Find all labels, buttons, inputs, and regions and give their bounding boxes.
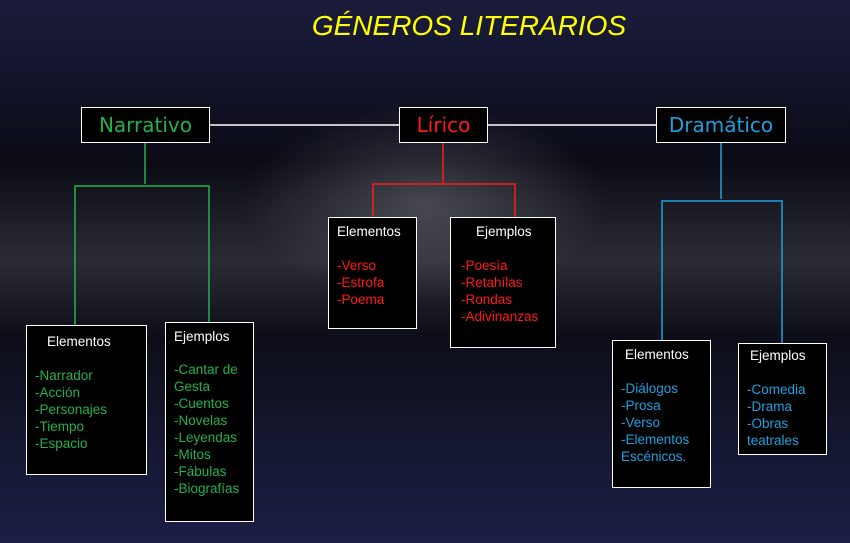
list-item: -Prosa [621, 398, 661, 413]
box-header: Ejemplos [174, 329, 230, 344]
list-item: -Elementos Escénicos. [621, 432, 690, 464]
dramatico-ejemplos-box: Ejemplos -Comedia -Drama -Obras teatrale… [738, 343, 827, 455]
list-item: -Novelas [174, 413, 228, 428]
lirico-branch [372, 143, 516, 217]
list-item: -Narrador [35, 368, 93, 383]
list-item: -Espacio [35, 436, 88, 451]
genre-label-narrativo: Narrativo [98, 113, 193, 137]
list-item: -Drama [747, 399, 793, 414]
list-item: -Poema [337, 292, 385, 307]
list-item: -Fábulas [174, 464, 227, 479]
list-item: -Verso [337, 258, 377, 273]
genre-label-lirico: Lírico [416, 113, 471, 137]
box-header: Ejemplos [750, 348, 806, 363]
list-item: -Adivinanzas [461, 309, 539, 324]
item-list: -Poesía -Retahílas -Rondas -Adivinanzas [461, 257, 555, 325]
lirico-elementos-box: Elementos -Verso -Estrofa -Poema [328, 217, 417, 329]
narrativo-elementos-box: Elementos -Narrador -Acción -Personajes … [26, 325, 147, 475]
dramatico-branch [661, 143, 783, 343]
list-item: -Diálogos [621, 381, 679, 396]
list-item: -Poesía [461, 258, 508, 273]
list-item: -Estrofa [337, 275, 385, 290]
dramatico-elementos-box: Elementos -Diálogos -Prosa -Verso -Eleme… [612, 340, 711, 488]
item-list: -Verso -Estrofa -Poema [337, 257, 415, 308]
list-item: -Rondas [461, 292, 513, 307]
item-list: -Cantar de Gesta -Cuentos -Novelas -Leye… [174, 361, 252, 497]
diagram-title: GÉNEROS LITERARIOS [311, 10, 627, 41]
lirico-ejemplos-box: Ejemplos -Poesía -Retahílas -Rondas -Adi… [450, 217, 556, 348]
genre-node-lirico: Lírico [399, 107, 488, 143]
genre-node-narrativo: Narrativo [81, 107, 210, 143]
genre-label-dramatico: Dramático [668, 113, 774, 137]
narrativo-branch [74, 143, 210, 325]
box-header: Elementos [625, 347, 689, 362]
box-header: Ejemplos [476, 224, 532, 239]
box-header: Elementos [47, 334, 111, 349]
list-item: -Tiempo [35, 419, 85, 434]
list-item: -Mitos [174, 447, 211, 462]
narrativo-ejemplos-box: Ejemplos -Cantar de Gesta -Cuentos -Nove… [165, 322, 254, 522]
box-header: Elementos [337, 224, 401, 239]
item-list: -Comedia -Drama -Obras teatrales [747, 381, 825, 449]
item-list: -Narrador -Acción -Personajes -Tiempo -E… [35, 367, 145, 452]
list-item: -Obras teatrales [747, 416, 799, 448]
genre-node-dramatico: Dramático [656, 107, 786, 143]
list-item: -Verso [621, 415, 661, 430]
list-item: -Comedia [747, 382, 806, 397]
list-item: -Acción [35, 385, 81, 400]
list-item: -Biografías [174, 481, 240, 496]
item-list: -Diálogos -Prosa -Verso -Elementos Escén… [621, 380, 707, 465]
list-item: -Personajes [35, 402, 108, 417]
list-item: -Cuentos [174, 396, 229, 411]
list-item: -Retahílas [461, 275, 523, 290]
list-item: -Cantar de Gesta [174, 362, 238, 394]
list-item: -Leyendas [174, 430, 238, 445]
